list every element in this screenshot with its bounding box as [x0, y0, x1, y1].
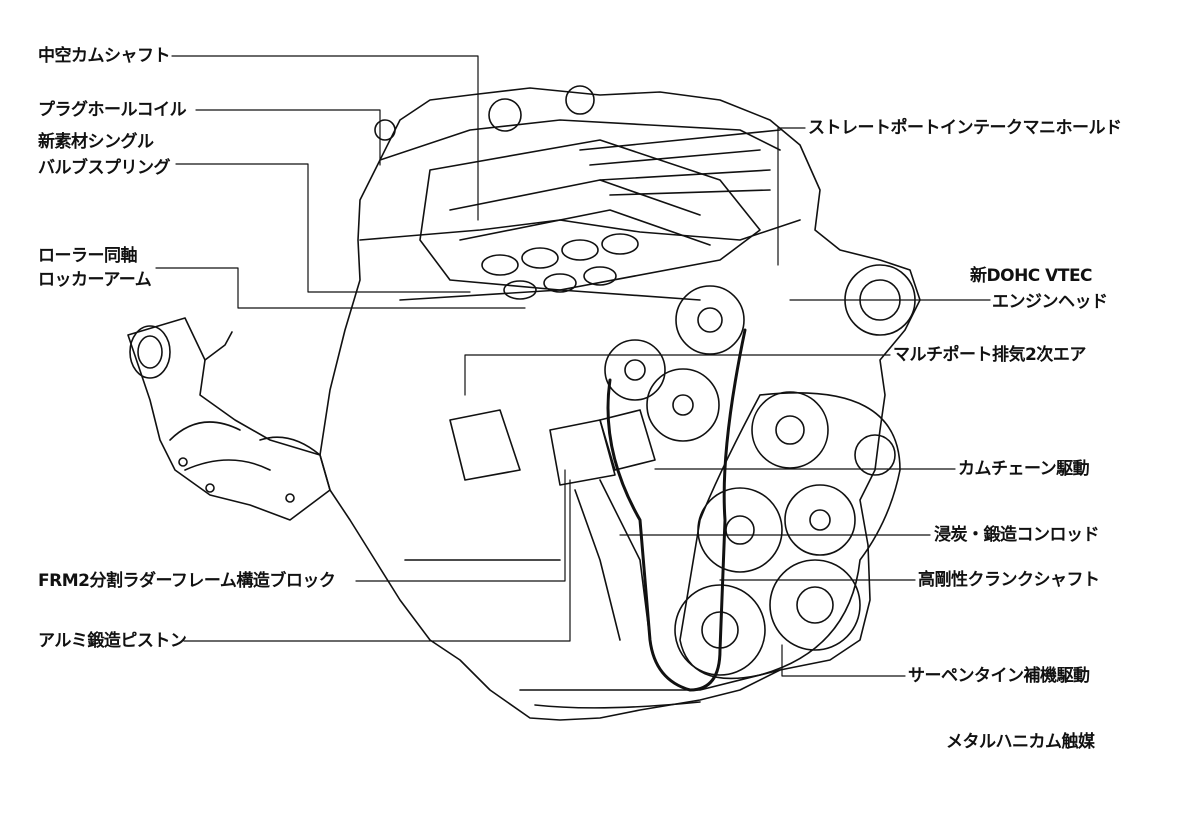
label-dohc-line2: エンジンヘッド [992, 292, 1108, 312]
label-straight-port-intake: ストレートポートインテークマニホールド [808, 118, 1122, 138]
label-metal-honeycomb-catalyst: メタルハニカム触媒 [946, 732, 1095, 752]
engine-block [319, 87, 921, 721]
leader-lines-left [155, 55, 571, 642]
label-plug-hole-coil: プラグホールコイル [38, 100, 187, 120]
label-serpentine-drive: サーペンタイン補機駆動 [908, 666, 1090, 686]
label-conrod: 浸炭・鍛造コンロッド [934, 525, 1100, 545]
accessory-pulleys [674, 264, 916, 680]
label-dohc-line1: 新DOHC VTEC [970, 266, 1093, 286]
label-cam-chain: カムチェーン駆動 [958, 459, 1090, 479]
cam-sprockets [604, 285, 745, 442]
label-rocker-arm-line1: ローラー同軸 [38, 246, 138, 266]
label-crankshaft: 高剛性クランクシャフト [918, 570, 1100, 590]
label-multiport-exhaust: マルチポート排気2次エア [893, 345, 1086, 365]
cylinder-head [374, 85, 781, 300]
leader-lines-right [464, 127, 991, 677]
label-frm-block: FRM2分割ラダーフレーム構造ブロック [38, 571, 336, 591]
label-valve-spring-line2: バルブスプリング [38, 158, 171, 178]
pistons [449, 409, 656, 641]
label-rocker-arm-line2: ロッカーアーム [38, 270, 152, 290]
label-aluminum-piston: アルミ鍛造ピストン [38, 631, 187, 651]
label-hollow-camshaft: 中空カムシャフト [38, 46, 171, 66]
label-valve-spring-line1: 新素材シングル [38, 132, 154, 152]
timing-chain [606, 328, 747, 692]
exhaust-manifold [127, 317, 331, 521]
